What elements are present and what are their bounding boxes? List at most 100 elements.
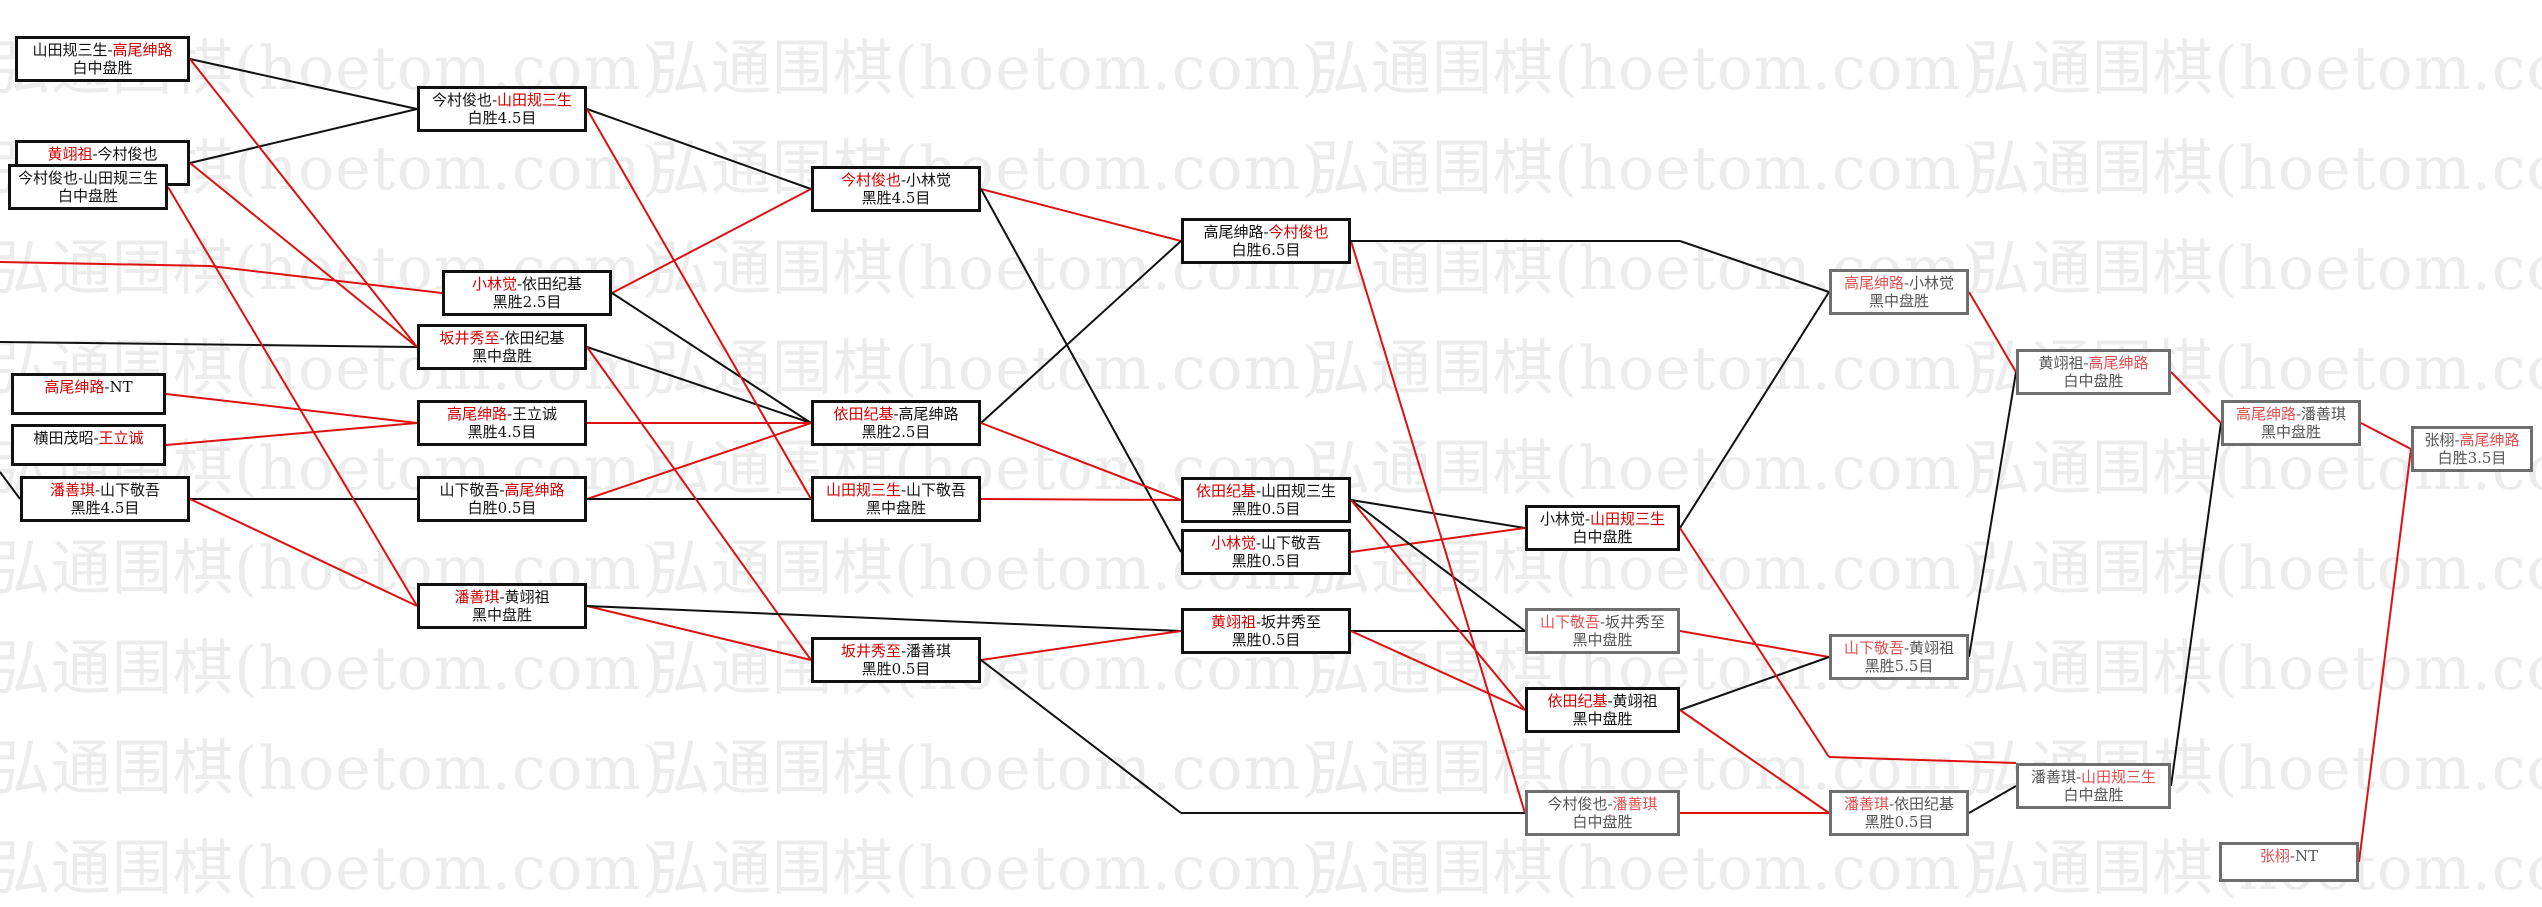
pair-separator: - bbox=[491, 91, 498, 109]
black-player-name: 高尾绅路 bbox=[446, 405, 507, 423]
black-player-name: 依田纪基 bbox=[833, 405, 894, 423]
black-player-name: 小林觉 bbox=[1210, 534, 1256, 552]
player-pair: 今村俊也-山田规三生 bbox=[420, 91, 584, 109]
black-player-name: 山下敬吾 bbox=[439, 481, 500, 499]
white-player-name: 王立诚 bbox=[98, 429, 144, 447]
loser-path-line bbox=[980, 188, 1182, 553]
white-player-name: 山下敬吾 bbox=[1261, 534, 1322, 552]
pair-separator: - bbox=[900, 642, 907, 660]
player-pair: 黄翊祖-高尾绅路 bbox=[2019, 354, 2168, 372]
black-player-name: 黄翊祖 bbox=[1210, 613, 1256, 631]
player-pair: 高尾绅路-王立诚 bbox=[420, 405, 584, 423]
game-result: 白中盘胜 bbox=[2063, 786, 2124, 804]
game-result: 白胜4.5目 bbox=[467, 109, 537, 127]
game-result: 白中盘胜 bbox=[2063, 372, 2124, 390]
player-pair: 高尾绅路-小林觉 bbox=[1832, 274, 1966, 292]
player-pair: 今村俊也-潘善琪 bbox=[1528, 795, 1677, 813]
winner-path-line bbox=[189, 498, 418, 607]
game-result: 白中盘胜 bbox=[1572, 813, 1633, 831]
black-player-name: 高尾绅路 bbox=[2235, 405, 2296, 423]
loser-path-line bbox=[1350, 499, 1526, 632]
winner-path-line bbox=[586, 422, 812, 500]
black-player-name: 潘善琪 bbox=[1843, 795, 1889, 813]
white-player-name: 山下敬吾 bbox=[906, 481, 967, 499]
bracket-game-g22: 山下敬吾-坂井秀至黑中盘胜 bbox=[1525, 608, 1680, 654]
bracket-game-g3: 今村俊也-山田规三生白中盘胜 bbox=[8, 164, 168, 210]
white-player-name: 黄翊祖 bbox=[504, 588, 550, 606]
game-result: 黑中盘胜 bbox=[1572, 631, 1633, 649]
player-pair: 张栩-NT bbox=[2222, 847, 2356, 865]
pair-separator: - bbox=[499, 481, 505, 499]
game-result: 黑中盘胜 bbox=[471, 347, 532, 365]
white-player-name: 潘善琪 bbox=[1612, 795, 1658, 813]
bracket-game-g4: 高尾绅路-NT bbox=[11, 373, 166, 415]
pair-separator: - bbox=[1255, 613, 1262, 631]
white-player-name: 高尾绅路 bbox=[2088, 354, 2149, 372]
player-pair: 坂井秀至-依田纪基 bbox=[420, 329, 584, 347]
loser-path-line bbox=[980, 659, 1182, 814]
player-pair: 黄翊祖-坂井秀至 bbox=[1184, 613, 1348, 631]
player-pair: 小林觉-依田纪基 bbox=[445, 275, 609, 293]
pair-separator: - bbox=[2289, 847, 2295, 865]
game-result: 黑胜5.5目 bbox=[1864, 657, 1934, 675]
player-pair: 高尾绅路-今村俊也 bbox=[1184, 223, 1348, 241]
white-player-name: 高尾绅路 bbox=[504, 481, 565, 499]
winner-path-line bbox=[2360, 422, 2412, 450]
pair-separator: - bbox=[900, 481, 907, 499]
player-pair: 小林觉-山田规三生 bbox=[1528, 510, 1677, 528]
player-pair: 今村俊也-小林觉 bbox=[814, 171, 978, 189]
pair-separator: - bbox=[1607, 692, 1613, 710]
pair-separator: - bbox=[499, 588, 505, 606]
winner-path-line bbox=[1350, 527, 1526, 553]
white-player-name: 依田纪基 bbox=[1894, 795, 1955, 813]
pair-separator: - bbox=[2295, 405, 2302, 423]
game-result: 黑胜4.5目 bbox=[467, 423, 537, 441]
white-player-name: 坂井秀至 bbox=[1605, 613, 1666, 631]
bracket-game-g17: 高尾绅路-今村俊也白胜6.5目 bbox=[1181, 218, 1351, 264]
bracket-game-g21: 小林觉-山田规三生白中盘胜 bbox=[1525, 505, 1680, 551]
game-result: 黑胜4.5目 bbox=[70, 499, 140, 517]
pair-separator: - bbox=[506, 405, 513, 423]
white-player-name: 黄翊祖 bbox=[1612, 692, 1658, 710]
pair-separator: - bbox=[1599, 613, 1606, 631]
player-pair: 依田纪基-高尾绅路 bbox=[814, 405, 978, 423]
player-pair: 小林觉-山下敬吾 bbox=[1184, 534, 1348, 552]
player-pair: 依田纪基-山田规三生 bbox=[1184, 482, 1348, 500]
black-player-name: 今村俊也 bbox=[1547, 795, 1608, 813]
pair-separator: - bbox=[77, 169, 84, 187]
player-pair: 坂井秀至-潘善琪 bbox=[814, 642, 978, 660]
black-player-name: 黄翊祖 bbox=[2038, 354, 2084, 372]
black-player-name: 山下敬吾 bbox=[1539, 613, 1600, 631]
pair-separator: - bbox=[1888, 795, 1895, 813]
white-player-name: 高尾绅路 bbox=[2459, 431, 2520, 449]
winner-path-line bbox=[980, 188, 1182, 242]
loser-path-line bbox=[1679, 656, 1830, 711]
bracket-game-g13: 今村俊也-小林觉黑胜4.5目 bbox=[811, 166, 981, 212]
player-pair: 张栩-高尾绅路 bbox=[2414, 431, 2530, 449]
loser-path-line bbox=[0, 471, 21, 500]
winner-path-line bbox=[611, 188, 812, 294]
loser-path-line bbox=[1679, 240, 1830, 293]
white-player-name: 小林觉 bbox=[1909, 274, 1955, 292]
loser-path-line bbox=[1350, 499, 1526, 529]
white-player-name: 依田纪基 bbox=[504, 329, 565, 347]
white-player-name: 山田规三生 bbox=[497, 91, 573, 109]
bracket-game-g26: 山下敬吾-黄翊祖黑胜5.5目 bbox=[1829, 634, 1969, 680]
pair-separator: - bbox=[92, 145, 98, 163]
player-pair: 高尾绅路-NT bbox=[14, 378, 163, 396]
winner-path-line bbox=[980, 630, 1182, 661]
pair-separator: - bbox=[499, 329, 505, 347]
pair-separator: - bbox=[2454, 431, 2460, 449]
player-pair: 山下敬吾-黄翊祖 bbox=[1832, 639, 1966, 657]
bracket-game-g8: 小林觉-依田纪基黑胜2.5目 bbox=[442, 270, 612, 316]
black-player-name: 今村俊也 bbox=[840, 171, 901, 189]
white-player-name: 今村俊也 bbox=[97, 145, 158, 163]
player-pair: 潘善琪-山下敬吾 bbox=[23, 481, 187, 499]
loser-path-line bbox=[1968, 371, 2017, 658]
white-player-name: 山下敬吾 bbox=[100, 481, 161, 499]
black-player-name: 张栩 bbox=[2424, 431, 2455, 449]
game-result: 白中盘胜 bbox=[72, 59, 133, 77]
winner-path-line bbox=[586, 605, 812, 661]
game-result: 黑胜0.5目 bbox=[1231, 500, 1301, 518]
